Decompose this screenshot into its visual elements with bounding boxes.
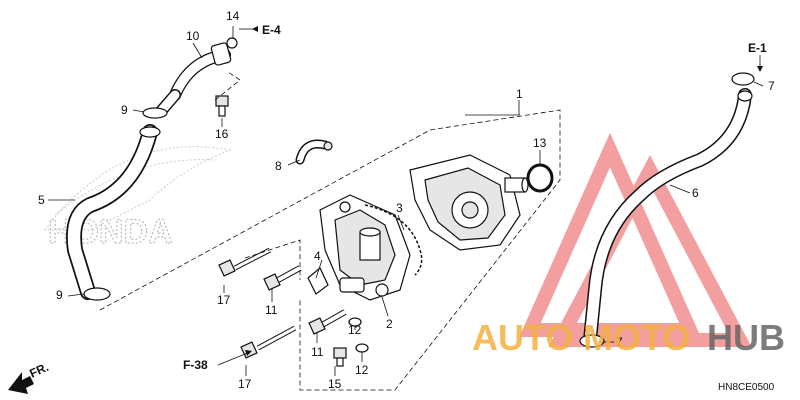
part-7-clamp-lower [579,334,605,348]
part-9-clamp-upper [142,107,168,119]
part-9-clamp-lower [83,287,111,301]
part-13-o-ring [526,163,554,193]
ref-e4: E-4 [262,23,281,37]
ref-f38: F-38 [183,358,208,372]
callout-3: 3 [396,201,403,215]
callout-1: 1 [516,87,523,101]
callout-13: 13 [533,136,547,150]
part-8-small-hose [295,139,333,165]
part-7-clamp-upper [731,72,755,86]
part-14-o-ring [226,37,238,49]
watermark-hub: HUB [707,317,785,358]
part-15-bolt [333,347,347,367]
callout-17-lower: 17 [238,377,252,391]
callout-7-upper: 7 [768,79,775,93]
part-10-upper-hose [169,42,232,101]
hose-end-upper [139,126,161,138]
callout-9-lower: 9 [56,288,63,302]
callout-7-lower: 7 [616,335,623,349]
part-4-bracket [307,267,329,295]
hose-end-right [737,90,753,102]
diagram-code: HN8CE0500 [718,382,775,393]
watermark-auto: AUTO [472,317,573,358]
callout-9-upper: 9 [121,103,128,117]
part-16-bolt [215,95,229,117]
part-12-washer-lower [355,343,369,353]
callout-6: 6 [692,186,699,200]
callout-14: 14 [226,9,240,23]
fr-label: FR. [27,360,50,381]
forward-direction-indicator: FR. [8,360,51,394]
part-11-bolt-lower [308,309,347,335]
callout-2: 2 [386,317,393,331]
fr-arrow-icon [8,372,34,394]
f38-arrow-icon [245,350,252,356]
e4-arrow-icon [252,26,258,32]
e1-arrow-icon [757,66,763,72]
callout-5: 5 [38,193,45,207]
callout-12-lower: 12 [355,363,369,377]
callout-10: 10 [186,29,200,43]
water-pump-assembly [409,154,529,251]
callout-11-upper: 11 [265,303,278,317]
callout-4: 4 [314,249,321,263]
callout-16: 16 [215,127,229,141]
automotohub-triangle-icon [519,132,752,347]
ref-e1: E-1 [748,41,767,55]
leader-lines [48,26,764,376]
callout-numbers: 1 2 3 4 5 6 7 7 8 9 9 10 11 11 12 12 13 … [38,9,775,391]
callout-12-upper: 12 [348,323,362,337]
part-2-pump-cover [319,194,411,301]
part-11-bolt-upper [263,265,302,291]
watermark-moto: MOTO [583,317,690,358]
callout-15: 15 [328,377,342,391]
callout-8: 8 [275,159,282,173]
automotohub-text-watermark: AUTO MOTO HUB [472,317,785,358]
part-5-left-hose [66,89,181,300]
callout-11-lower: 11 [311,345,324,359]
assembly-boundary [99,71,561,391]
part-17-bolt-upper [218,247,272,277]
callout-17-upper: 17 [217,293,231,307]
part-6-right-hose [583,88,752,347]
